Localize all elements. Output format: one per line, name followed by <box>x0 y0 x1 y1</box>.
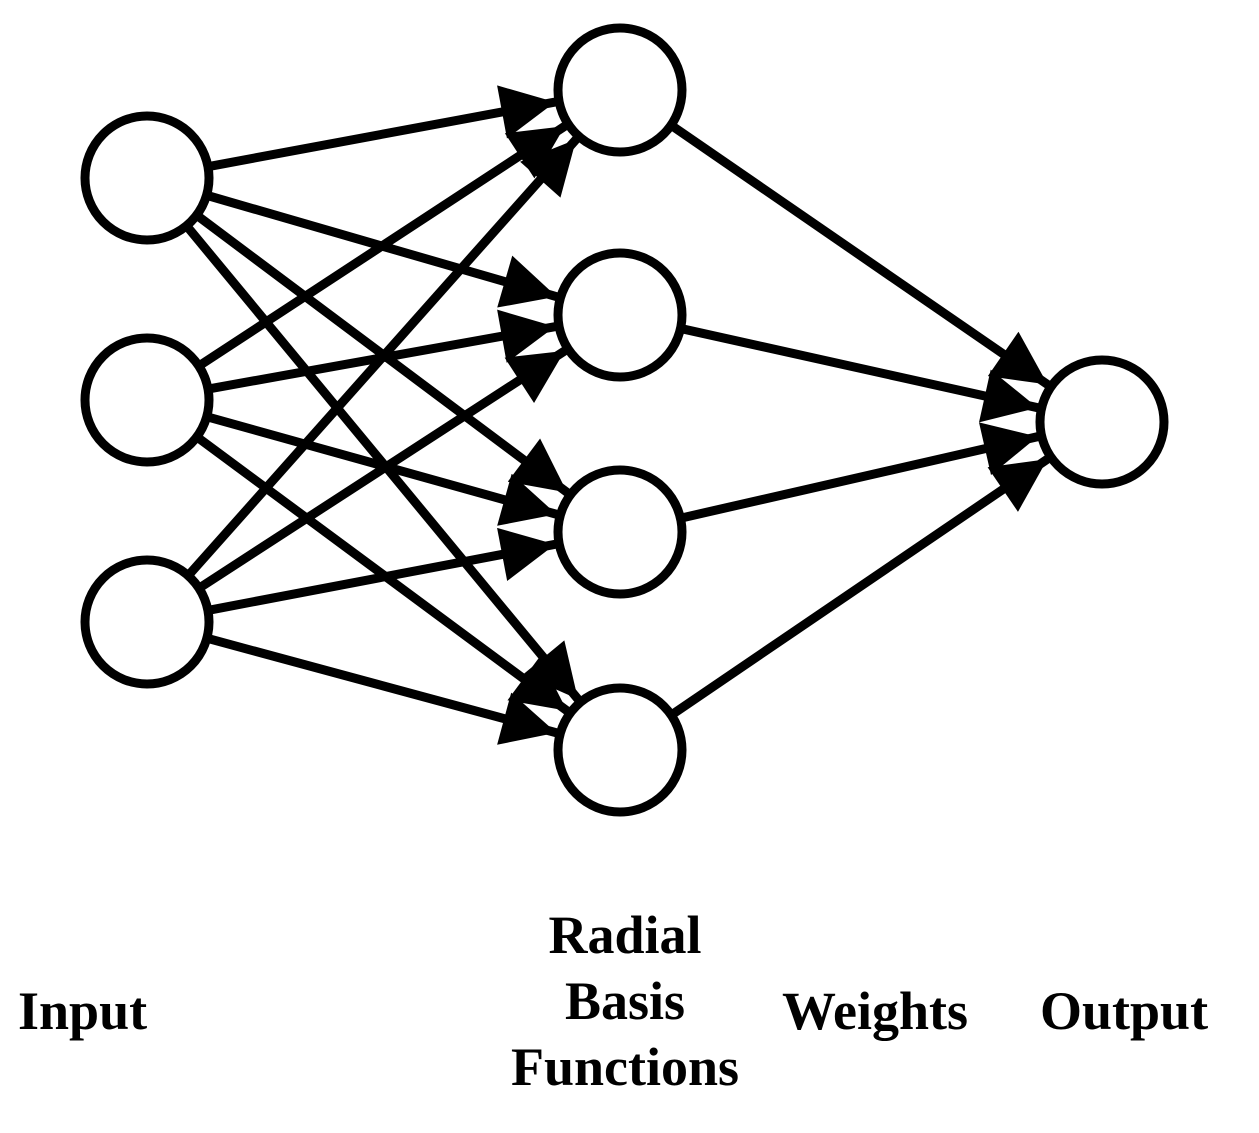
rbf-label-line-3: Functions <box>510 1037 740 1097</box>
rbf-layer-label: Radial Basis Functions <box>470 902 780 1100</box>
arrow-input-2-to-rbf-1 <box>196 122 568 370</box>
weights-label: Weights <box>782 981 969 1041</box>
input-2-node <box>80 333 214 467</box>
rbf-3-node <box>553 465 687 599</box>
arrow-rbf-1-to-output-1 <box>668 121 1051 389</box>
input-layer-label: Input <box>18 981 148 1041</box>
rbf-1-node <box>553 23 687 157</box>
output-layer-label: Output <box>1040 981 1209 1041</box>
connections-group <box>183 85 1051 745</box>
arrow-input-3-to-rbf-4 <box>205 633 558 745</box>
rbf-label-line-2: Basis <box>564 971 686 1031</box>
arrow-input-3-to-rbf-3 <box>207 527 557 615</box>
rbf-label-line-1: Radial <box>548 905 702 965</box>
rbf-4-node <box>553 683 687 817</box>
input-1-node <box>80 111 214 245</box>
input-3-node <box>80 555 214 689</box>
arrow-input-3-to-rbf-1 <box>184 136 580 579</box>
rbf-2-node <box>553 248 687 382</box>
nodes-group <box>80 23 1169 817</box>
output-1-node <box>1035 355 1169 489</box>
arrow-rbf-3-to-output-1 <box>679 422 1039 523</box>
arrow-input-1-to-rbf-1 <box>207 85 556 172</box>
arrow-rbf-4-to-output-1 <box>668 455 1050 719</box>
arrow-input-3-to-rbf-2 <box>196 347 568 593</box>
arrow-rbf-2-to-output-1 <box>679 324 1039 423</box>
